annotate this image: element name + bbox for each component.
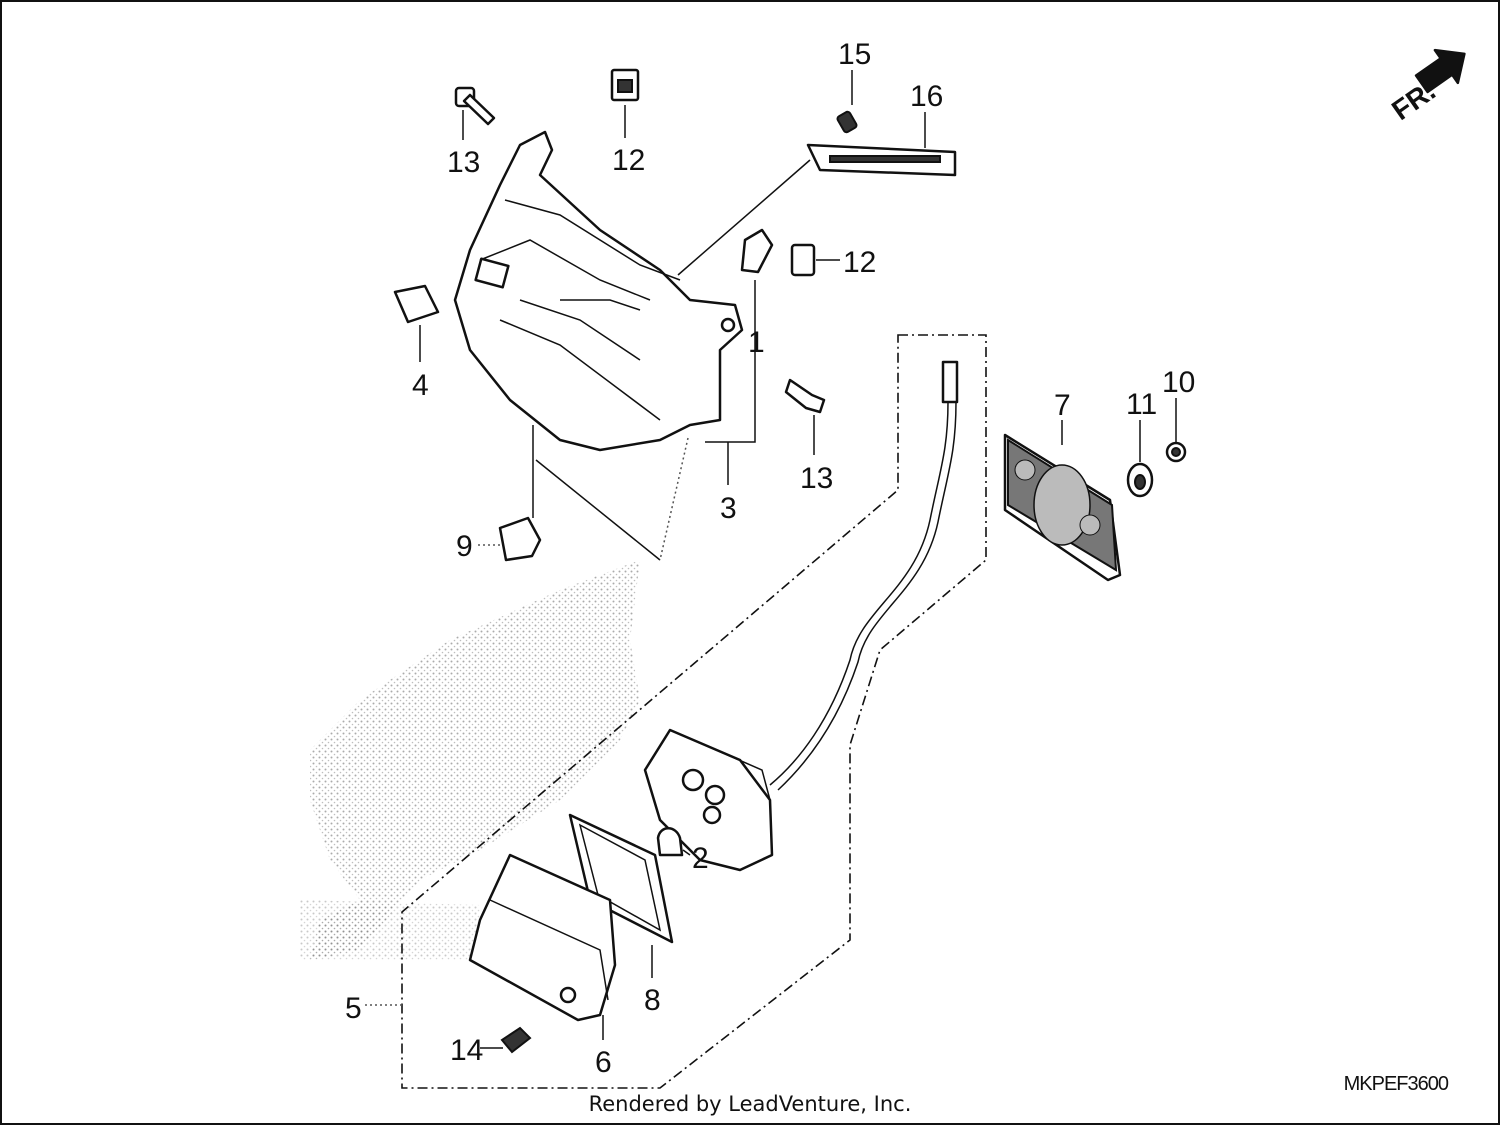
clip-nut-part-right [790, 243, 840, 277]
bolt-part [454, 86, 496, 140]
callout-label: 14 [450, 1034, 483, 1067]
callout-label: 4 [412, 369, 429, 402]
callout-label: 5 [345, 992, 362, 1025]
vehicle-ghost-shading [300, 560, 640, 960]
callout-label: 16 [910, 80, 943, 113]
callout-label: 12 [612, 144, 645, 177]
reflector-part [1003, 420, 1122, 582]
render-credit: Rendered by LeadVenture, Inc. [588, 1092, 912, 1116]
rubber-cushion-part [393, 284, 440, 362]
callout-label: 13 [800, 462, 833, 495]
bolt-part-middle [784, 378, 826, 455]
lens-screw-part [480, 1026, 532, 1054]
callout-label: 9 [456, 530, 473, 563]
stay-bracket-part [677, 112, 957, 276]
lens-gasket-part [568, 813, 674, 978]
callout-label: 15 [838, 38, 871, 71]
screw-part [836, 70, 858, 134]
callout-label: 7 [1054, 389, 1071, 422]
callout-label: 3 [720, 492, 737, 525]
bulb-part [656, 827, 691, 857]
license-light-wire-harness [769, 360, 959, 791]
license-lens-part [468, 853, 617, 1040]
callout-label: 11 [1126, 388, 1157, 421]
socket-grommet-part [705, 228, 774, 485]
clip-nut-part [610, 68, 640, 138]
rubber-grommet-part [478, 425, 689, 562]
callout-label: 10 [1162, 366, 1195, 399]
diagram-code: MKPEF3600 [1343, 1073, 1449, 1095]
callout-label: 2 [692, 842, 709, 875]
tail-light-housing [453, 130, 744, 452]
nut-part [1165, 398, 1187, 463]
callout-label: 6 [595, 1046, 612, 1079]
callout-label: 1 [748, 326, 765, 359]
front-direction-arrow-icon [1414, 48, 1466, 94]
callout-label: 8 [644, 984, 661, 1017]
collar-part [1126, 420, 1154, 498]
callout-label: 13 [447, 146, 480, 179]
assembly-boundary [401, 334, 987, 1089]
callout-label: 12 [843, 246, 876, 279]
